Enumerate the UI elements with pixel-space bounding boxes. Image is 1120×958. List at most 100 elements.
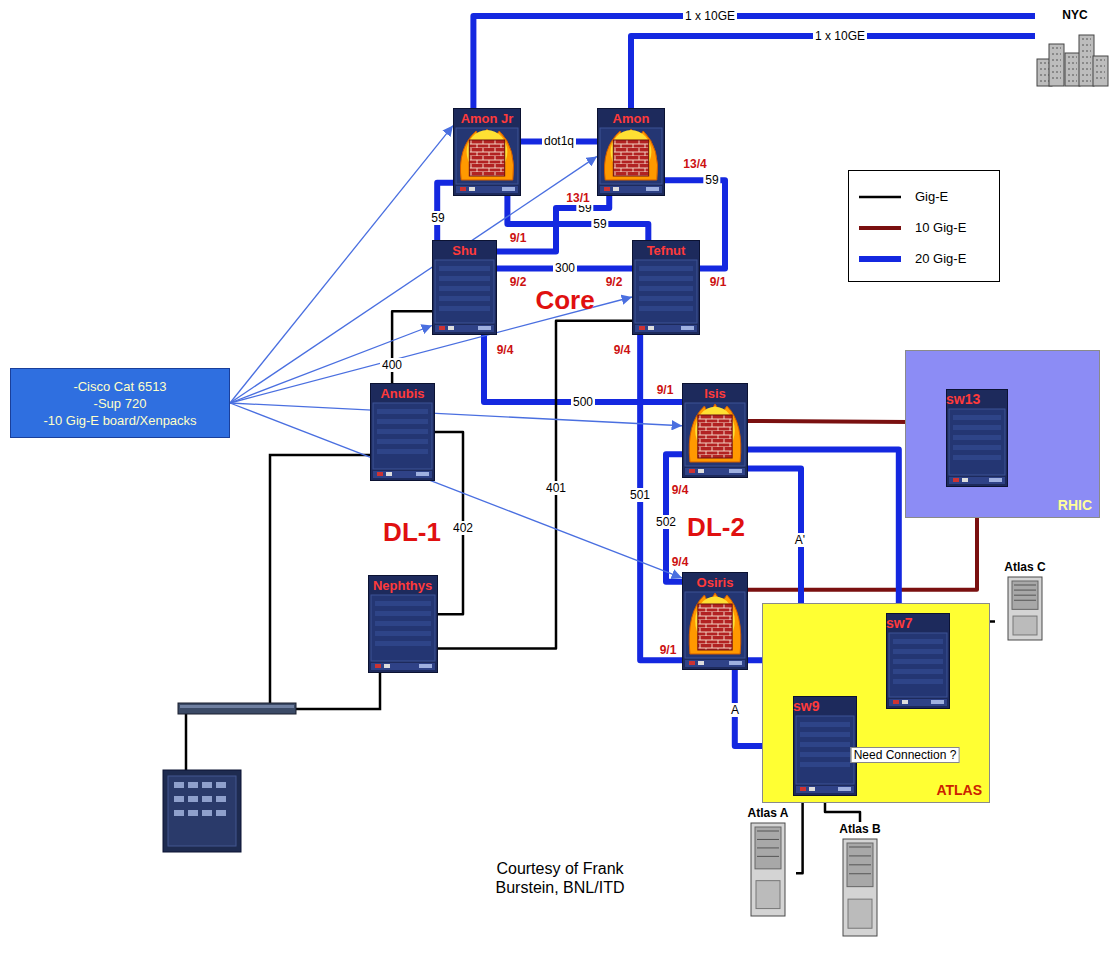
status-led: [604, 187, 610, 191]
line-card-slot: [893, 639, 943, 644]
gig-e-wire: [185, 714, 188, 770]
chassis-panel: [949, 409, 1005, 475]
drive-slot: [849, 847, 871, 848]
link-20-gig-e: [473, 16, 1035, 108]
link-label: dot1q: [542, 134, 576, 148]
line-card-slot: [377, 439, 428, 444]
link-label: A': [793, 533, 807, 547]
building-window: [1040, 63, 1049, 64]
legend-row: 20 Gig-E: [857, 243, 991, 274]
building-block: [1065, 53, 1080, 86]
link-label: A: [729, 703, 741, 717]
credit-note: Courtesy of Frank Burstein, BNL/ITD: [483, 859, 637, 897]
chassis-panel: [435, 260, 494, 323]
line-card-slot: [439, 276, 490, 281]
port-number: 13/4: [681, 157, 708, 171]
vendor-badge: [681, 326, 694, 330]
firewall-bricks: [698, 604, 732, 650]
building-window: [1052, 60, 1061, 61]
node-label: Anubis: [380, 383, 424, 401]
server-case: [1008, 577, 1042, 640]
node-label: sw13: [946, 389, 980, 407]
chassis-base: [435, 325, 494, 332]
line-card-slot: [893, 679, 943, 684]
building-window: [1068, 57, 1077, 58]
chassis-body: [433, 241, 497, 335]
node-label: Shu: [452, 240, 477, 258]
line-card-slot: [439, 286, 490, 291]
building-block: [1049, 44, 1064, 86]
line-card-slot: [439, 266, 490, 271]
vendor-badge: [989, 478, 1002, 482]
chassis-panel: [456, 128, 518, 184]
chassis-panel: [635, 260, 697, 323]
node-label: Nephthys: [373, 575, 432, 593]
chassis-base: [371, 663, 435, 670]
status-led: [469, 187, 475, 191]
building-window: [1096, 60, 1105, 61]
status-led: [648, 326, 654, 330]
chassis-base: [949, 477, 1005, 484]
building-window: [1068, 75, 1077, 76]
link-20-gig-e: [497, 196, 609, 251]
status-led: [613, 187, 619, 191]
status-led: [448, 326, 454, 330]
status-led: [439, 326, 445, 330]
link-label: 500: [571, 395, 595, 409]
line-card-slot: [800, 762, 850, 767]
chassis-base: [600, 186, 662, 193]
chassis-panel: [685, 403, 745, 466]
port-number: 9/1: [658, 643, 679, 657]
line-card-slot: [893, 669, 943, 674]
building-window: [1052, 66, 1061, 67]
callout-arrow: [230, 403, 682, 426]
hub-bar: [178, 703, 296, 714]
area-heading: DL-2: [685, 513, 747, 541]
drive-slot: [1014, 600, 1036, 601]
chassis-body: [683, 384, 748, 478]
node-label: Osiris: [697, 572, 734, 590]
vendor-badge: [931, 700, 944, 704]
line-card-slot: [375, 631, 431, 636]
node-label: Isis: [704, 383, 726, 401]
chassis-body: [887, 614, 950, 709]
port-number: 13/1: [564, 191, 591, 205]
link-label: Need Connection ?: [851, 747, 960, 763]
link-label: 402: [451, 521, 475, 535]
firewall-bricks: [469, 140, 504, 176]
line-card-slot: [639, 276, 693, 281]
drive-slot: [849, 864, 871, 865]
firewall-switch: Amon Jr: [453, 108, 521, 196]
core-switch: sw9: [793, 696, 857, 796]
chassis-body: [947, 390, 1008, 487]
status-led: [698, 469, 704, 473]
chassis-base: [889, 699, 947, 706]
link-label: 1 x 10GE: [813, 29, 867, 43]
vendor-badge: [416, 472, 429, 476]
network-device-panel: [168, 776, 236, 846]
chassis-base: [685, 468, 745, 475]
node-label: Amon Jr: [461, 108, 514, 126]
chassis-panel: [600, 128, 662, 184]
node-art: [832, 822, 888, 938]
vendor-badge: [729, 661, 742, 665]
building-window: [1082, 81, 1091, 82]
node-label: Tefnut: [647, 240, 686, 258]
status-led: [698, 661, 704, 665]
server-vent: [756, 881, 780, 909]
vendor-badge: [502, 187, 515, 191]
chassis-panel: [371, 595, 435, 661]
node-label: -10 Gig-E board/Xenpacks: [43, 412, 196, 429]
server-bays: [847, 843, 873, 887]
chassis-panel: [889, 633, 947, 697]
firewall-switch: Isis: [682, 383, 748, 478]
status-led: [639, 326, 645, 330]
vendor-badge: [646, 187, 659, 191]
network-device: [163, 770, 241, 852]
node-label: RHIC: [1058, 497, 1092, 513]
callout-arrow: [230, 126, 453, 403]
callout-arrow: [230, 326, 432, 404]
server-vent: [848, 899, 872, 928]
link-label: 400: [380, 358, 404, 372]
region-box: sw13RHIC: [905, 350, 1100, 518]
